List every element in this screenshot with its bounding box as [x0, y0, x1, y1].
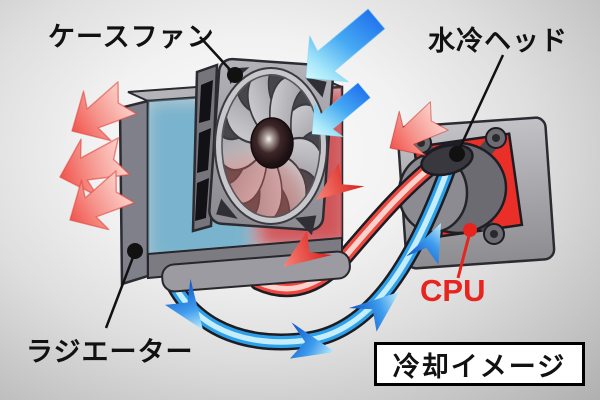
cold-flow-chevrons	[165, 223, 441, 359]
case-fan-label: ケースファン	[48, 22, 215, 52]
airflow-in-arrows	[305, 8, 386, 138]
radiator-label: ラジエーター	[26, 337, 194, 367]
cpu-label: CPU	[420, 273, 486, 308]
fan-hub	[250, 117, 294, 169]
caption-box: 冷却イメージ	[374, 342, 585, 386]
callout-water-block	[449, 54, 505, 162]
callout-dot	[227, 67, 243, 83]
callout-dot	[127, 243, 143, 259]
case-fan-illustration	[191, 57, 335, 236]
callout-radiator	[104, 243, 143, 329]
callout-cpu	[456, 223, 477, 279]
callout-dot	[449, 146, 465, 162]
hot-water-out-arrow	[389, 101, 449, 156]
heat-out-arrows	[59, 81, 138, 231]
callout-case-fan	[199, 36, 243, 83]
hot-flow-chevrons	[283, 162, 365, 267]
callout-dot	[463, 223, 477, 237]
caption-text: 冷却イメージ	[392, 351, 567, 382]
water-block-label: 水冷ヘッド	[428, 26, 568, 56]
